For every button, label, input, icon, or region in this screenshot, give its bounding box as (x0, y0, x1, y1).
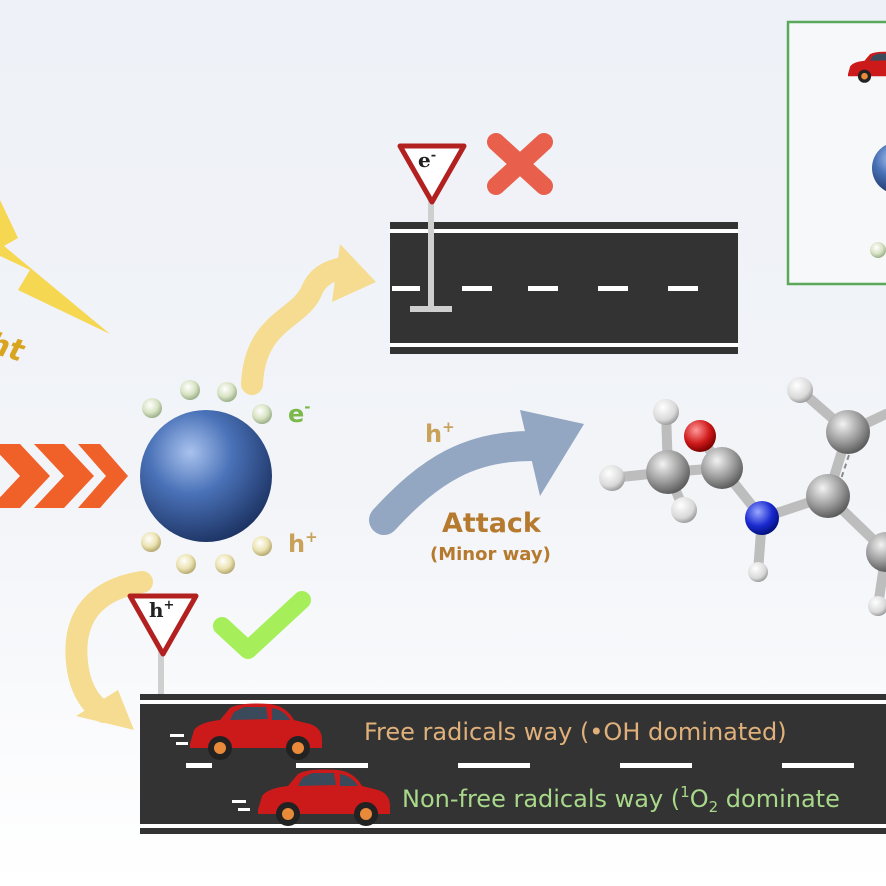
minor-way-label: (Minor way) (430, 544, 551, 565)
free-radicals-label: Free radicals way (•OH dominated) (364, 718, 787, 746)
non-free-radicals-label: Non-free radicals way (1O2 dominate (402, 783, 840, 816)
electron-arrow (241, 244, 376, 395)
top-sign-text: e- (418, 148, 437, 172)
hole-dots (141, 532, 272, 574)
electron-label: e- (288, 398, 311, 428)
molecule-model (599, 377, 886, 616)
green-check-icon (213, 591, 311, 659)
attack-hole-label: h+ (425, 418, 455, 448)
car-non-free-radicals (232, 769, 390, 826)
car-free-radicals (170, 703, 322, 760)
bottom-sign-text: h+ (149, 598, 175, 622)
electron-yield-sign (397, 143, 467, 312)
electron-dots (142, 380, 272, 424)
inset-box (786, 20, 886, 286)
attack-label: Attack (442, 508, 541, 539)
chevron-arrows-icon (0, 444, 128, 508)
hole-arrow (65, 571, 153, 730)
hole-label: h+ (288, 528, 318, 558)
top-road (390, 222, 738, 354)
attack-arrow (369, 410, 584, 535)
catalyst-sphere (140, 410, 272, 542)
lightning-icon (0, 200, 110, 334)
red-cross-icon (487, 133, 553, 195)
